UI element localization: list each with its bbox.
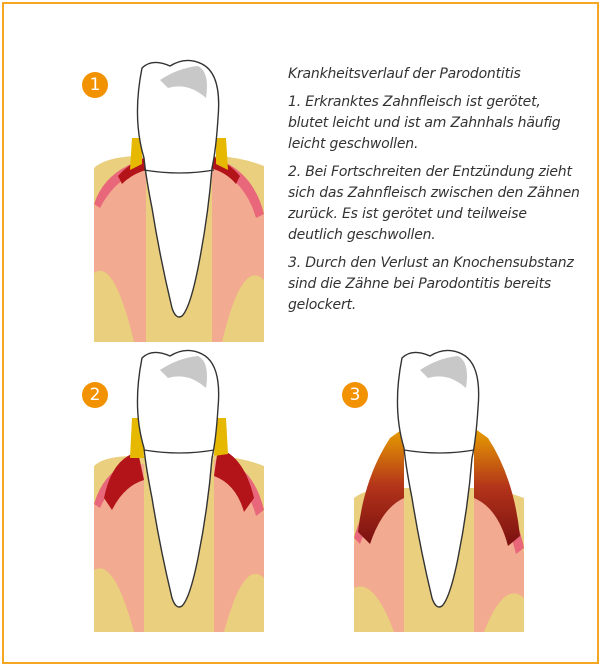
caption-step-1: 1. Erkranktes Zahnfleisch ist gerötet, b… <box>288 92 580 155</box>
caption-title: Krankheitsverlauf der Parodontitis <box>288 64 580 85</box>
caption-text: Krankheitsverlauf der Parodontitis 1. Er… <box>288 64 580 323</box>
stage-1-badge: 1 <box>82 72 108 98</box>
stage-1-figure: 1 <box>94 58 264 342</box>
infographic-frame: 1 Krankheitsverlauf der Parodontitis 1. … <box>2 2 599 664</box>
tooth-illustration-stage-1 <box>94 58 264 342</box>
stage-3-figure: 3 <box>354 348 524 632</box>
stage-2-badge: 2 <box>82 382 108 408</box>
tooth-illustration-stage-3 <box>354 348 524 632</box>
tooth-illustration-stage-2 <box>94 348 264 632</box>
stage-2-figure: 2 <box>94 348 264 632</box>
stage-3-badge: 3 <box>342 382 368 408</box>
caption-step-3: 3. Durch den Verlust an Knochensub­stanz… <box>288 253 580 316</box>
caption-step-2: 2. Bei Fortschreiten der Entzündung zieh… <box>288 162 580 246</box>
